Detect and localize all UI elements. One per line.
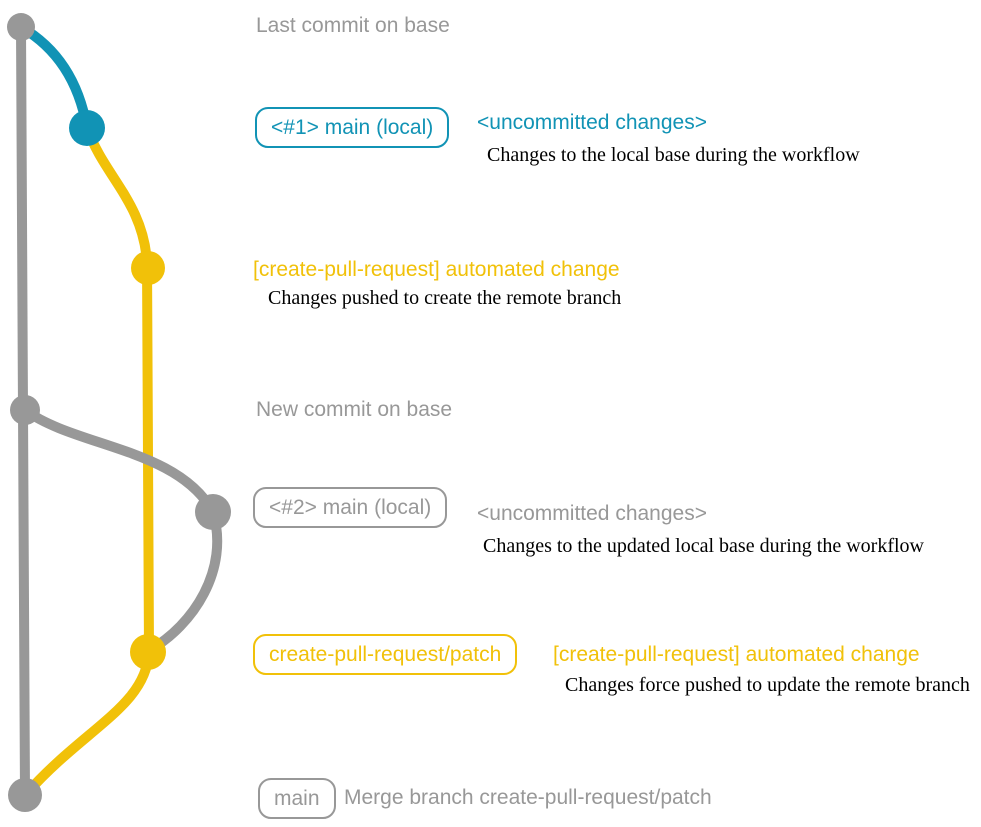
commit-description-uncommitted-2: Changes to the updated local base during… [483, 535, 924, 557]
branch-tag-main-local-1: <#1> main (local) [255, 107, 450, 148]
commit-dot-remote-2 [130, 634, 166, 670]
commit-message-uncommitted-1: <uncommitted changes> [477, 111, 707, 134]
commit-message-merge: Merge branch create-pull-request/patch [344, 786, 712, 809]
commit-description-automated-change-2: Changes force pushed to update the remot… [565, 674, 970, 696]
commit-description-uncommitted-1: Changes to the local base during the wor… [487, 144, 860, 166]
local-changes-branch-line [16, 22, 92, 133]
branch-tag-main-local-2: <#2> main (local) [253, 487, 448, 528]
commit-message-new-base: New commit on base [256, 398, 453, 421]
commit-message-automated-change-2: [create-pull-request] automated change [553, 643, 920, 666]
remote-branch-line [22, 123, 155, 798]
branch-tag-main: main [258, 778, 336, 819]
commit-dot-remote-1 [131, 251, 165, 285]
commit-dot-local-1 [69, 110, 105, 146]
commit-description-automated-change-1: Changes pushed to create the remote bran… [268, 287, 622, 309]
commit-dot-new-base [10, 395, 40, 425]
commit-message-uncommitted-2: <uncommitted changes> [477, 502, 707, 525]
commit-dot-merge [8, 778, 42, 812]
updated-base-branch-line [20, 405, 223, 655]
branch-tag-create-pull-request-patch: create-pull-request/patch [253, 634, 518, 675]
commit-message-automated-change-1: [create-pull-request] automated change [253, 258, 620, 281]
commit-message-last-base: Last commit on base [256, 14, 450, 37]
commit-dot-local-2 [195, 494, 231, 530]
commit-dot-last-base [7, 13, 35, 41]
